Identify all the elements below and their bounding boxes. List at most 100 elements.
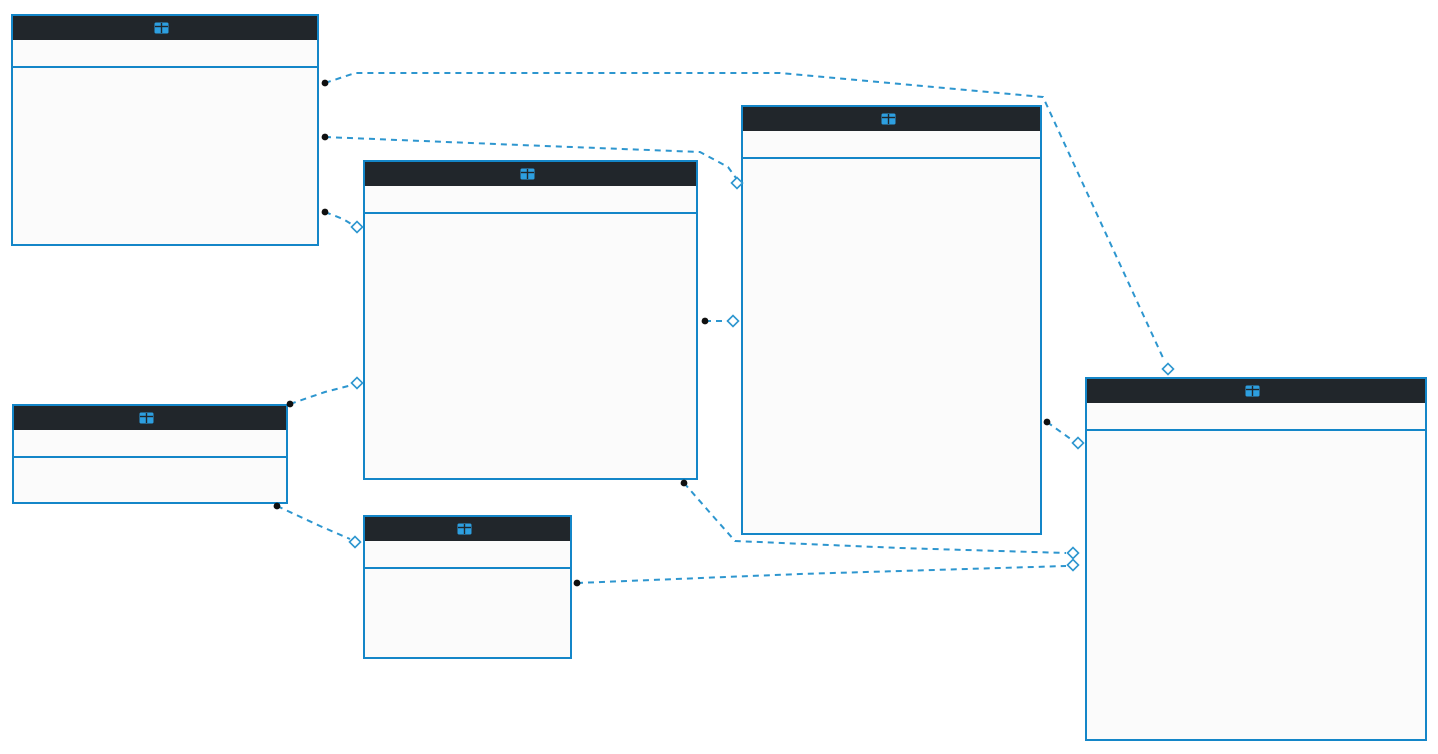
relationship-line-helper_template_tag-helper_template[interactable] (289, 384, 353, 405)
column-row[interactable] (365, 236, 696, 258)
pk-column-row[interactable] (365, 541, 570, 567)
column-row[interactable] (365, 324, 696, 346)
table-helper_template_tag[interactable] (12, 404, 288, 504)
column-row[interactable] (743, 335, 1040, 357)
column-row[interactable] (1087, 651, 1425, 673)
column-row[interactable] (365, 569, 570, 591)
column-row[interactable] (365, 390, 696, 412)
column-row[interactable] (365, 302, 696, 324)
column-row[interactable] (743, 511, 1040, 533)
relationship-line-media-account[interactable] (1046, 421, 1073, 441)
table-icon (881, 113, 896, 125)
pk-column-row[interactable] (743, 131, 1040, 157)
column-row[interactable] (743, 357, 1040, 379)
pk-section (13, 40, 317, 68)
column-row[interactable] (743, 489, 1040, 511)
column-row[interactable] (1087, 541, 1425, 563)
column-row[interactable] (743, 313, 1040, 335)
pk-section (365, 541, 570, 569)
table-header-media[interactable] (743, 107, 1040, 131)
column-row[interactable] (13, 112, 317, 134)
column-row[interactable] (365, 280, 696, 302)
column-row[interactable] (13, 200, 317, 222)
fields-section (14, 458, 286, 502)
fields-section (365, 569, 570, 657)
table-icon (139, 412, 154, 424)
table-icon (520, 168, 535, 180)
column-row[interactable] (13, 156, 317, 178)
column-row[interactable] (365, 635, 570, 657)
relationship-line-helper_template-account[interactable] (683, 482, 1067, 554)
column-row[interactable] (13, 134, 317, 156)
column-row[interactable] (1087, 475, 1425, 497)
column-row[interactable] (365, 214, 696, 236)
column-row[interactable] (1087, 607, 1425, 629)
column-row[interactable] (743, 291, 1040, 313)
column-row[interactable] (1087, 717, 1425, 739)
column-row[interactable] (13, 178, 317, 200)
table-helper_report[interactable] (11, 14, 319, 246)
column-row[interactable] (1087, 519, 1425, 541)
column-row[interactable] (365, 412, 696, 434)
column-row[interactable] (1087, 563, 1425, 585)
column-row[interactable] (365, 258, 696, 280)
column-row[interactable] (13, 68, 317, 90)
column-row[interactable] (1087, 431, 1425, 453)
column-row[interactable] (743, 159, 1040, 181)
column-row[interactable] (743, 225, 1040, 247)
relationship-line-helper_report-account[interactable] (324, 72, 1165, 361)
column-row[interactable] (743, 269, 1040, 291)
column-row[interactable] (1087, 497, 1425, 519)
column-row[interactable] (743, 181, 1040, 203)
column-row[interactable] (13, 222, 317, 244)
pk-column-row[interactable] (365, 186, 696, 212)
table-helper_template[interactable] (363, 160, 698, 480)
column-row[interactable] (743, 423, 1040, 445)
column-row[interactable] (365, 346, 696, 368)
pk-section (365, 186, 696, 214)
table-account[interactable] (1085, 377, 1427, 741)
table-header-helper_report[interactable] (13, 16, 317, 40)
column-row[interactable] (1087, 695, 1425, 717)
table-header-account[interactable] (1087, 379, 1425, 403)
column-row[interactable] (14, 480, 286, 502)
column-row[interactable] (1087, 585, 1425, 607)
relationship-diamond-end (1071, 436, 1085, 450)
column-row[interactable] (365, 456, 696, 478)
relationship-diamond-end (348, 535, 362, 549)
column-row[interactable] (365, 613, 570, 635)
pk-column-row[interactable] (13, 40, 317, 66)
relationship-line-helper_report-helper_template[interactable] (324, 211, 354, 226)
pk-column-row[interactable] (14, 430, 286, 456)
relationship-diamond-end (1066, 546, 1080, 560)
table-header-helper_template_tag[interactable] (14, 406, 286, 430)
column-row[interactable] (365, 368, 696, 390)
column-row[interactable] (1087, 673, 1425, 695)
column-row[interactable] (14, 458, 286, 480)
column-row[interactable] (365, 434, 696, 456)
fields-section (1087, 431, 1425, 739)
pk-column-row[interactable] (1087, 403, 1425, 429)
relationship-line-tag-account[interactable] (576, 565, 1067, 584)
table-header-helper_template[interactable] (365, 162, 696, 186)
column-row[interactable] (13, 90, 317, 112)
table-media[interactable] (741, 105, 1042, 535)
column-row[interactable] (743, 401, 1040, 423)
column-row[interactable] (743, 247, 1040, 269)
relationship-line-helper_template_tag-tag[interactable] (276, 505, 351, 540)
column-row[interactable] (743, 379, 1040, 401)
column-row[interactable] (743, 467, 1040, 489)
column-row[interactable] (365, 591, 570, 613)
column-row[interactable] (1087, 629, 1425, 651)
table-icon (457, 523, 472, 535)
fields-section (13, 68, 317, 244)
relationship-diamond-end (1161, 362, 1175, 376)
relationship-diamond-end (350, 376, 364, 390)
column-row[interactable] (1087, 453, 1425, 475)
column-row[interactable] (743, 445, 1040, 467)
table-tag[interactable] (363, 515, 572, 659)
relationship-line-helper_report-media[interactable] (324, 136, 737, 179)
column-row[interactable] (743, 203, 1040, 225)
table-header-tag[interactable] (365, 517, 570, 541)
relationship-diamond-end (726, 314, 740, 328)
